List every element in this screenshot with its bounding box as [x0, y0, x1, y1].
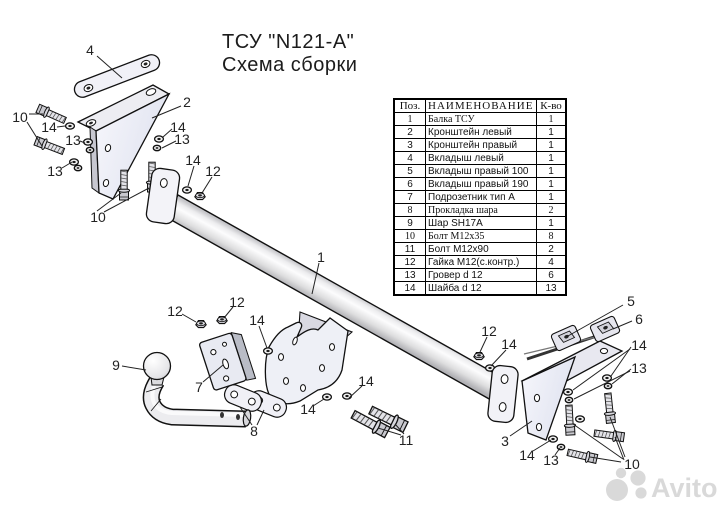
- callout-10: 10: [90, 209, 106, 225]
- callout-1: 1: [317, 249, 325, 265]
- callout-14: 14: [300, 401, 316, 417]
- washer-d12: [68, 158, 80, 166]
- title-line2: Схема сборки: [222, 54, 358, 76]
- ball-hitch: [142, 351, 252, 428]
- col-header-qty: К-во: [536, 98, 567, 113]
- callout-10: 10: [624, 456, 640, 472]
- callout-12: 12: [167, 303, 183, 319]
- avito-logo-icon: [606, 467, 647, 501]
- page-title: ТСУ "N121-A"Схема сборки: [222, 31, 357, 77]
- washer-d12: [341, 392, 353, 400]
- callouts: 4 2 10 14 13 13 14 13 10 14 12 1 12 12 1…: [12, 42, 647, 472]
- washer-d12: [181, 186, 193, 194]
- beam-right-end-plate: [487, 364, 519, 424]
- callout-3: 3: [501, 433, 509, 449]
- callout-2: 2: [183, 94, 191, 110]
- bolt-m12x35: [601, 392, 618, 425]
- callout-10: 10: [12, 109, 28, 125]
- spring-washer-d12: [152, 144, 162, 152]
- callout-11: 11: [399, 432, 414, 448]
- watermark: Avito: [606, 467, 718, 503]
- socket-bracket: [199, 331, 257, 391]
- left-insert-plate: [73, 54, 161, 98]
- callout-14: 14: [170, 119, 186, 135]
- nut-m12: [195, 320, 207, 329]
- nut-m12: [216, 316, 228, 325]
- washer-d12: [64, 122, 76, 130]
- callout-12: 12: [229, 294, 245, 310]
- spring-washer-d12: [73, 164, 83, 172]
- nut-m12: [194, 192, 206, 201]
- leader-lines: [26, 55, 633, 463]
- washer-d12: [562, 388, 574, 396]
- callout-14: 14: [41, 119, 57, 135]
- center-mount-bracket: [264, 311, 354, 405]
- callout-13: 13: [65, 132, 81, 148]
- callout-5: 5: [627, 293, 635, 309]
- callout-13: 13: [174, 131, 190, 147]
- title-line1: ТСУ "N121-A": [222, 31, 355, 53]
- spring-washer-d12: [85, 146, 95, 154]
- beam-left-end-plate: [145, 167, 181, 225]
- washer-d12: [82, 138, 94, 146]
- callout-13: 13: [543, 452, 559, 468]
- washer-d12: [601, 374, 613, 382]
- callout-14: 14: [185, 152, 201, 168]
- washer-d12: [574, 415, 586, 423]
- spring-washer-d12: [556, 443, 566, 451]
- watermark-text: Avito: [651, 473, 718, 503]
- tow-ball: [142, 351, 172, 381]
- callout-14: 14: [358, 373, 374, 389]
- left-bracket: [76, 84, 171, 200]
- washer-d12: [262, 347, 274, 355]
- nut-m12: [473, 352, 485, 361]
- callout-13: 13: [47, 163, 63, 179]
- callout-4: 4: [86, 42, 94, 58]
- spring-washer-d12: [564, 396, 574, 404]
- callout-12: 12: [205, 163, 221, 179]
- washer-d12: [153, 135, 165, 143]
- callout-6: 6: [635, 311, 643, 327]
- bolt-m12x35: [565, 446, 599, 465]
- callout-14: 14: [519, 447, 535, 463]
- bolt-m12x35: [562, 404, 577, 436]
- callout-9: 9: [112, 357, 120, 373]
- table-header-row: Поз. НАИМЕНОВАНИЕ К-во: [393, 98, 567, 113]
- right-bracket-assembly: [473, 314, 626, 465]
- callout-8: 8: [250, 423, 258, 439]
- right-bracket-face: [521, 355, 577, 441]
- right-insert-plate-100: [549, 323, 583, 353]
- callout-14: 14: [501, 336, 517, 352]
- callout-14: 14: [631, 337, 647, 353]
- callout-13: 13: [631, 360, 647, 376]
- left-bracket-assembly: [33, 54, 171, 201]
- callout-14: 14: [249, 312, 265, 328]
- callout-7: 7: [195, 379, 203, 395]
- bolt-m12x35: [593, 427, 626, 444]
- spring-washer-d12: [603, 382, 613, 390]
- callout-12: 12: [481, 323, 497, 339]
- bolt-m12x35: [33, 135, 66, 158]
